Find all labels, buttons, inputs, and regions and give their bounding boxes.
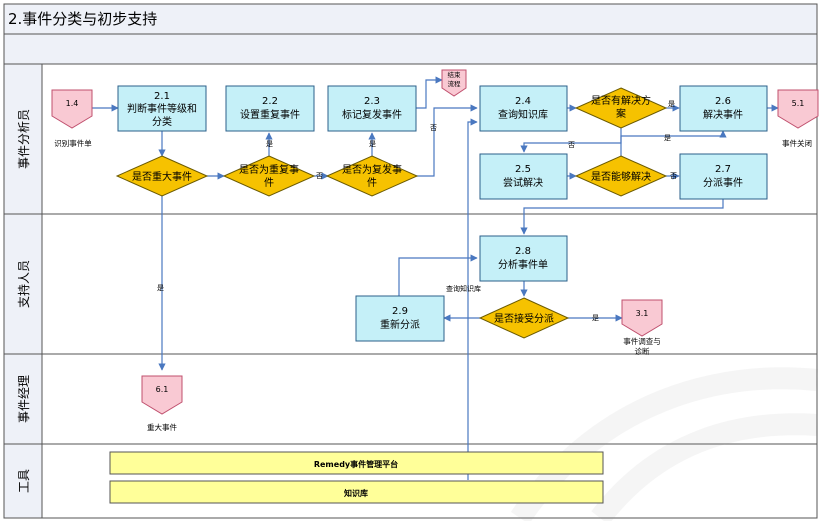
svg-text:2.1: 2.1: [154, 91, 170, 102]
connector-end-line2: 流程: [448, 79, 462, 88]
connector-1-4-caption: 识别事件单: [54, 138, 92, 148]
lane-label-tools: 工具: [17, 469, 31, 493]
decision-recurring[interactable]: 是否为复发事 件: [325, 155, 419, 197]
edge-label-d5-yes: 是: [664, 134, 671, 142]
connector-6-1-caption: 重大事件: [147, 422, 177, 432]
svg-text:查询知识库: 查询知识库: [498, 108, 548, 121]
connector-1-4[interactable]: 1.4 识别事件单: [51, 89, 93, 148]
tool-remedy[interactable]: Remedy事件管理平台: [109, 451, 604, 475]
svg-text:2.2: 2.2: [262, 96, 278, 107]
svg-text:是否接受分派: 是否接受分派: [494, 312, 554, 325]
connector-5-1-num: 5.1: [792, 99, 805, 108]
connector-3-1-caption-1: 事件调查与: [623, 336, 661, 346]
connector-5-1[interactable]: 5.1 事件关闭: [777, 89, 819, 148]
edge-label-d6-yes: 是: [592, 314, 599, 322]
connector-6-1[interactable]: 6.1 重大事件: [141, 375, 183, 432]
process-2-7[interactable]: 2.7 分派事件: [679, 153, 768, 200]
svg-text:是否为复发事: 是否为复发事: [342, 163, 402, 176]
edge-label-d3-yes: 是: [369, 140, 376, 148]
svg-text:2.3: 2.3: [364, 96, 380, 107]
lane-label-analyst: 事件分析员: [17, 109, 31, 169]
process-2-8[interactable]: 2.8 分析事件单: [479, 235, 568, 282]
edge-labels: 是 否 是 否 是 否 是 否 是 是 查询知识库: [157, 100, 677, 322]
svg-text:判断事件等级和: 判断事件等级和: [127, 102, 197, 115]
svg-text:解决事件: 解决事件: [703, 108, 743, 121]
edge-label-d2-no: 否: [316, 172, 323, 180]
tool-knowledge-base[interactable]: 知识库: [109, 480, 604, 504]
edge-label-d4-yes: 是: [668, 100, 675, 108]
connector-1-4-num: 1.4: [66, 99, 79, 108]
sub-header: [3, 33, 818, 65]
svg-text:2.4: 2.4: [515, 96, 531, 107]
process-2-5[interactable]: 2.5 尝试解决: [479, 153, 568, 200]
svg-text:尝试解决: 尝试解决: [503, 176, 543, 189]
svg-text:是否能够解决: 是否能够解决: [591, 170, 651, 183]
edge-label-d3-no: 否: [430, 124, 437, 132]
svg-text:2.5: 2.5: [515, 164, 531, 175]
connector-3-1[interactable]: 3.1 事件调查与 诊断: [621, 299, 663, 356]
svg-text:是否为重复事: 是否为重复事: [239, 163, 299, 176]
edge-label-query-kb: 查询知识库: [446, 284, 481, 293]
svg-text:是否重大事件: 是否重大事件: [132, 170, 192, 183]
svg-text:2.7: 2.7: [715, 164, 731, 175]
decision-major-incident[interactable]: 是否重大事件: [115, 155, 209, 197]
decision-accept-assignment[interactable]: 是否接受分派: [478, 297, 570, 339]
connector-lines: [92, 76, 779, 480]
svg-text:2.6: 2.6: [715, 96, 731, 107]
connector-3-1-num: 3.1: [636, 309, 649, 318]
decision-duplicate[interactable]: 是否为重复事 件: [222, 155, 316, 197]
process-2-4[interactable]: 2.4 查询知识库: [479, 85, 568, 132]
svg-text:设置重复事件: 设置重复事件: [240, 108, 300, 121]
connector-end[interactable]: 结束 流程: [441, 69, 467, 97]
svg-text:分类: 分类: [152, 115, 172, 128]
edge-label-d4-no: 否: [568, 141, 575, 149]
edge-label-d2-yes: 是: [266, 140, 273, 148]
svg-text:是否有解决方: 是否有解决方: [591, 94, 651, 107]
tool-remedy-label: Remedy事件管理平台: [314, 459, 398, 469]
connector-3-1-caption-2: 诊断: [635, 346, 650, 356]
svg-text:重新分派: 重新分派: [380, 318, 420, 331]
svg-text:件: 件: [264, 177, 274, 189]
process-2-2[interactable]: 2.2 设置重复事件: [225, 85, 315, 132]
edge-label-d1-yes: 是: [157, 284, 164, 292]
watermark-graphic: [510, 367, 819, 521]
svg-text:案: 案: [616, 107, 626, 120]
connector-6-1-num: 6.1: [156, 385, 169, 394]
lane-manager: [3, 353, 818, 445]
svg-text:分析事件单: 分析事件单: [498, 258, 548, 271]
process-2-1[interactable]: 2.1 判断事件等级和 分类: [117, 85, 207, 132]
lane-label-manager: 事件经理: [17, 375, 31, 423]
svg-text:2.9: 2.9: [392, 306, 408, 317]
page-title: 2.事件分类与初步支持: [8, 10, 157, 28]
lane-label-support: 支持人员: [16, 260, 31, 308]
title-bar: [3, 3, 818, 35]
svg-text:标记复发事件: 标记复发事件: [342, 108, 402, 121]
process-2-6[interactable]: 2.6 解决事件: [679, 85, 768, 132]
process-2-3[interactable]: 2.3 标记复发事件: [327, 85, 417, 132]
lane-support: [3, 213, 818, 355]
edge-label-d5-no: 否: [670, 172, 677, 180]
decision-can-resolve[interactable]: 是否能够解决: [574, 155, 668, 197]
svg-text:件: 件: [367, 177, 377, 189]
tool-kb-label: 知识库: [344, 488, 368, 498]
decision-has-solution[interactable]: 是否有解决方 案: [574, 87, 668, 129]
svg-text:分派事件: 分派事件: [703, 176, 743, 189]
svg-text:2.8: 2.8: [515, 246, 531, 257]
connector-5-1-caption: 事件关闭: [782, 138, 812, 148]
connector-end-line1: 结束: [448, 70, 462, 79]
process-2-9[interactable]: 2.9 重新分派: [355, 295, 445, 342]
